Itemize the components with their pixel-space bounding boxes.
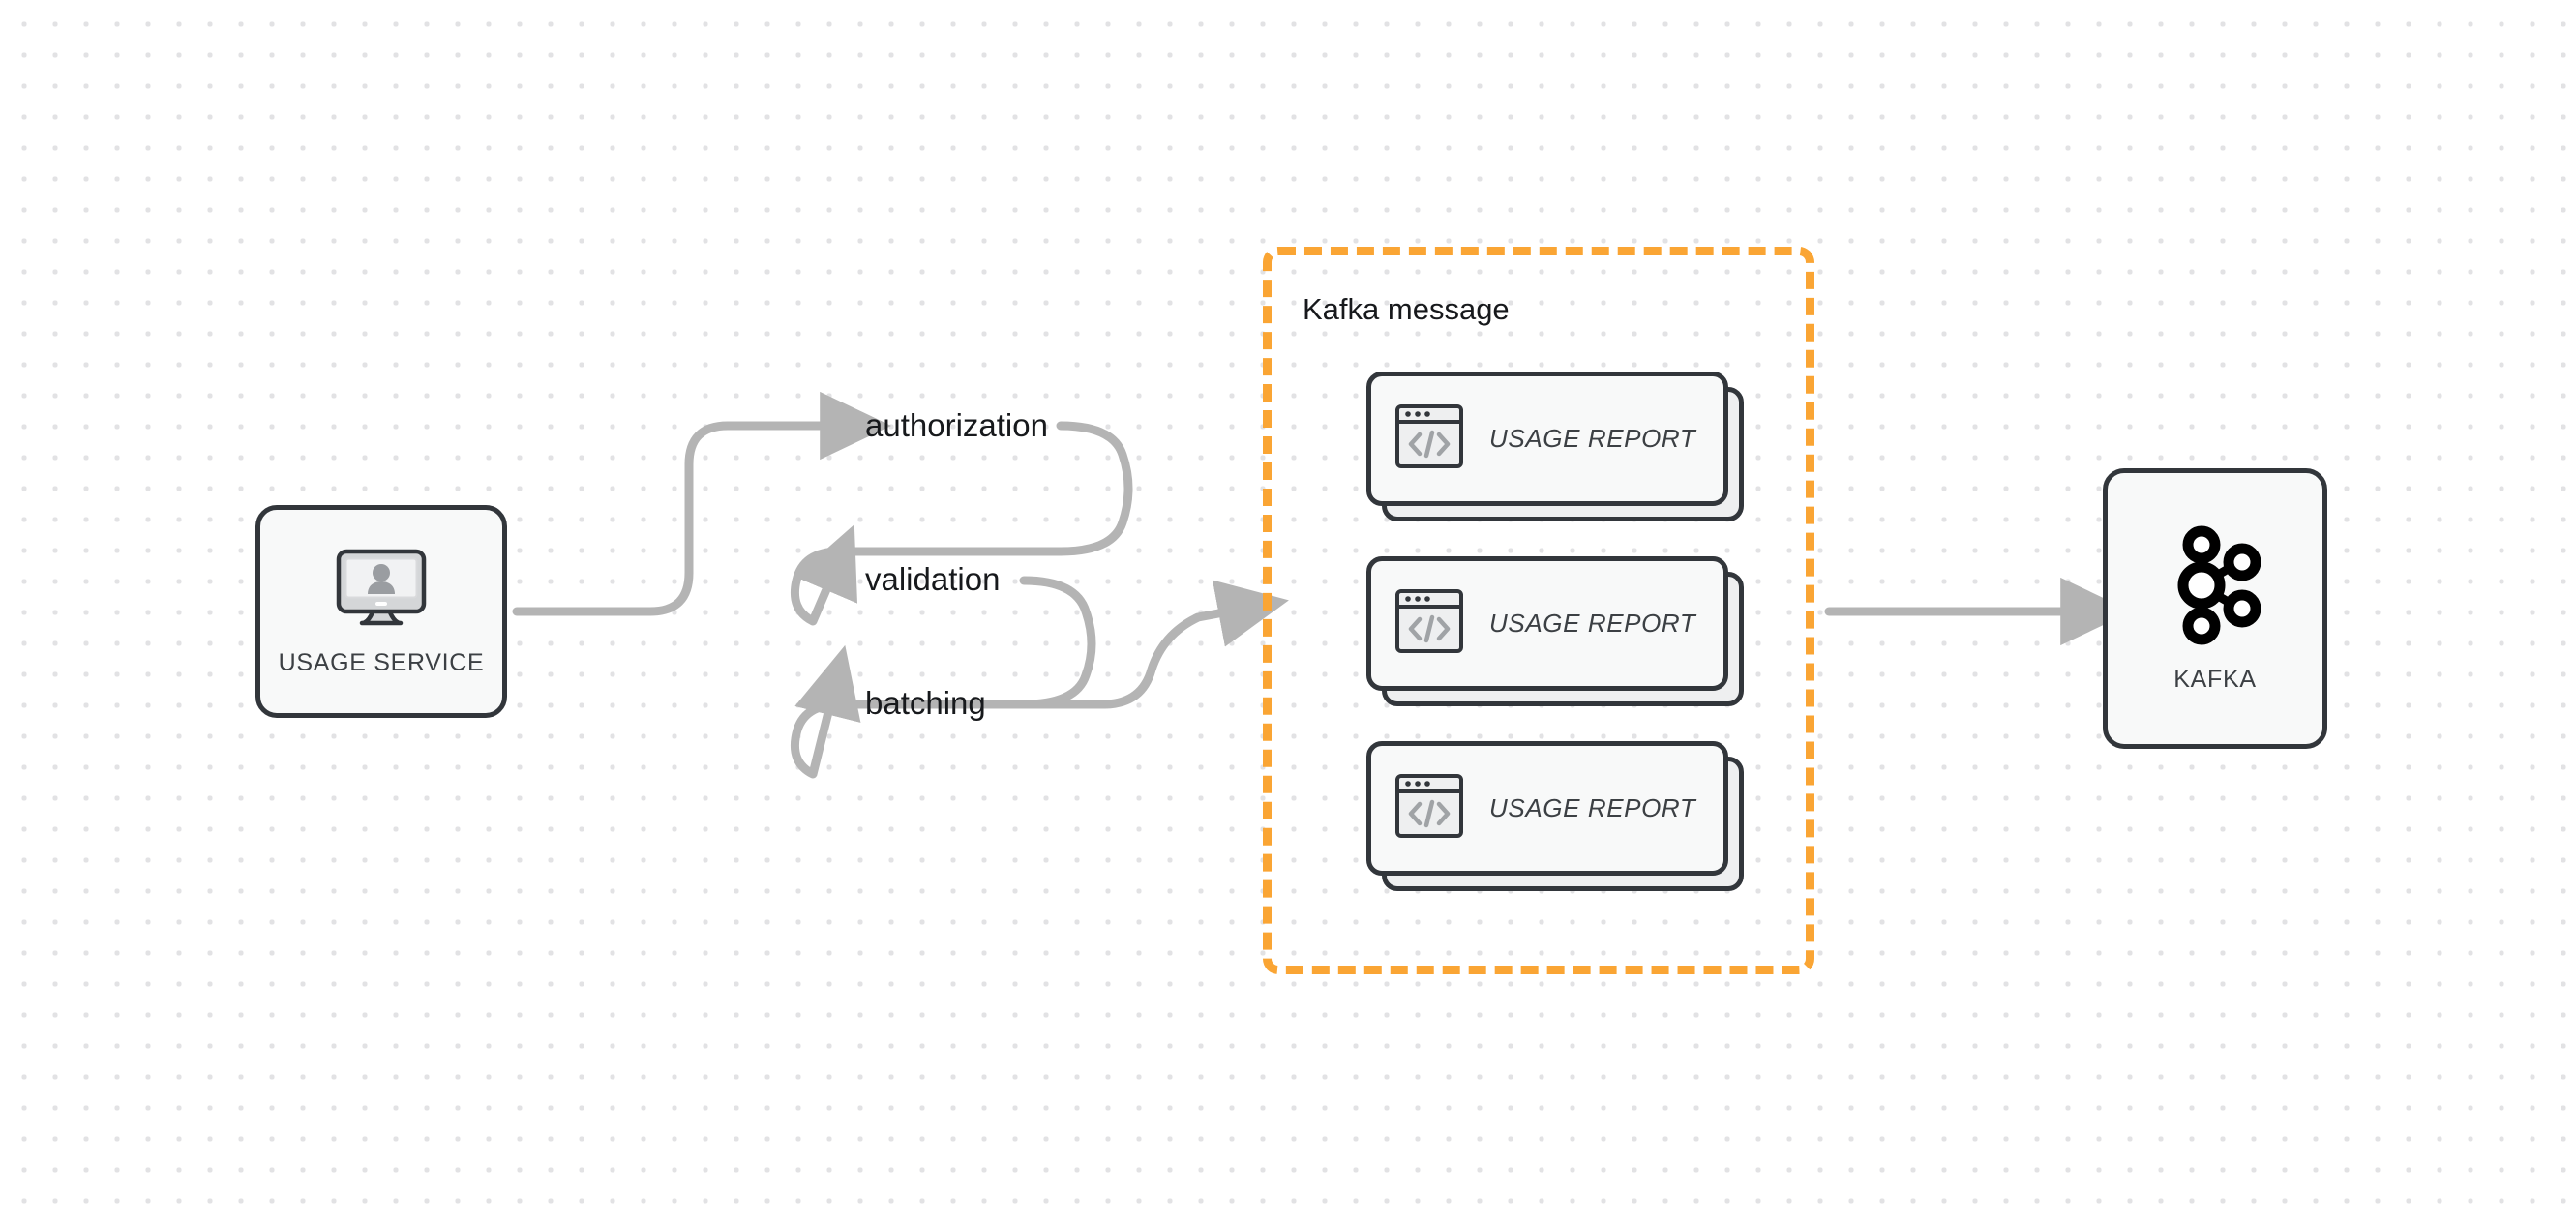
card-front-layer: USAGE REPORT	[1366, 556, 1728, 691]
code-window-icon	[1394, 586, 1464, 661]
node-kafka[interactable]: KAFKA	[2103, 468, 2327, 749]
step-label-validation: validation	[865, 561, 1001, 597]
monitor-user-icon	[333, 546, 430, 636]
usage-report-label: USAGE REPORT	[1489, 793, 1696, 822]
kafka-message-group[interactable]: Kafka message	[1263, 247, 1814, 974]
connector-batching-to-kafka-message	[1002, 580, 1289, 709]
connector-validation-to-batching	[790, 576, 1096, 779]
node-usage-service[interactable]: USAGE SERVICE	[255, 505, 507, 718]
usage-report-card[interactable]: USAGE REPORT	[1366, 556, 1744, 706]
card-front-layer: USAGE REPORT	[1366, 741, 1728, 876]
step-label-batching: batching	[865, 685, 986, 721]
usage-report-label: USAGE REPORT	[1489, 609, 1696, 638]
kafka-message-title: Kafka message	[1303, 292, 1510, 326]
code-window-icon	[1394, 771, 1464, 846]
card-front-layer: USAGE REPORT	[1366, 372, 1728, 506]
kafka-label: KAFKA	[2173, 666, 2257, 693]
usage-report-label: USAGE REPORT	[1489, 424, 1696, 453]
usage-report-card[interactable]: USAGE REPORT	[1366, 372, 1744, 521]
kafka-logo-icon	[2163, 523, 2267, 652]
usage-report-card[interactable]: USAGE REPORT	[1366, 741, 1744, 891]
step-label-authorization: authorization	[865, 407, 1048, 443]
code-window-icon	[1394, 402, 1464, 476]
usage-service-label: USAGE SERVICE	[278, 649, 485, 676]
connector-service-to-authorization	[512, 391, 891, 616]
